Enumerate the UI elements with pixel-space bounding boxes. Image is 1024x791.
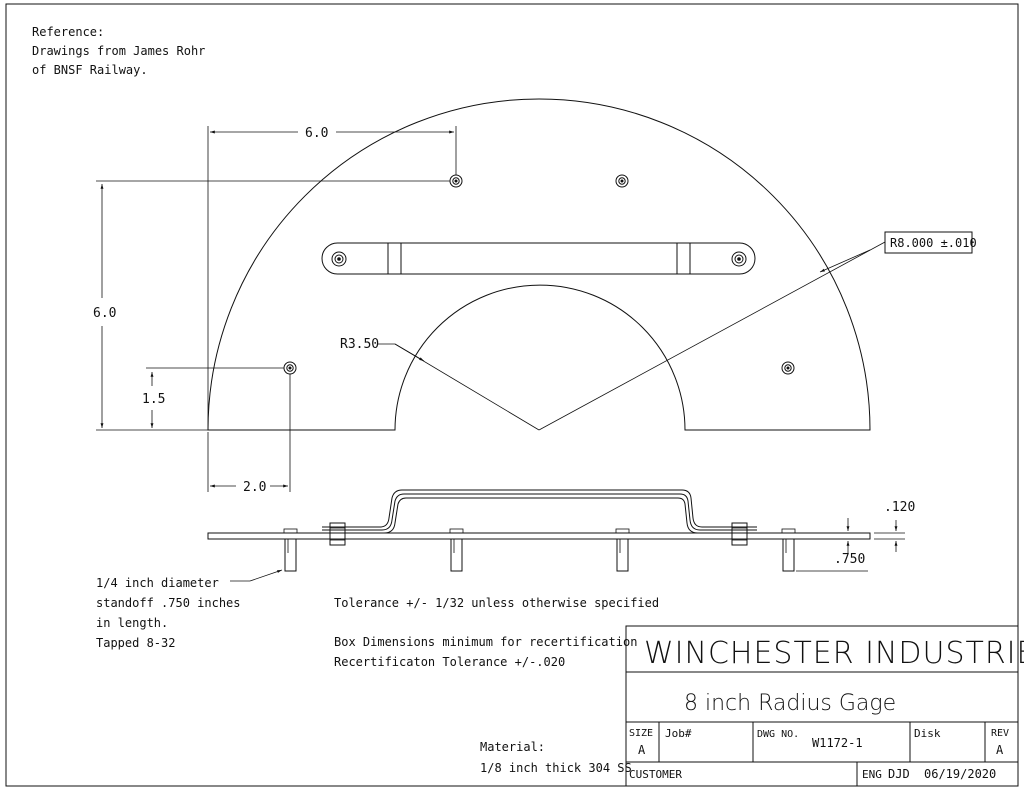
standoff [781,528,796,572]
tolerance-note: Tolerance +/- 1/32 unless otherwise spec… [334,596,659,610]
hole [781,361,795,375]
material-label: Material: [480,740,545,754]
rev-label: REV [991,728,1009,739]
dimensions: 6.0 6.0 1.5 2.0 R3.50 R8.000 ±.010 [93,126,977,495]
gage-plate-side-view: .120 .750 [207,489,915,572]
material-value: 1/8 inch thick 304 SS [480,761,632,775]
box-note-line: Recertificaton Tolerance +/-.020 [334,655,565,669]
gage-plate-top-view [207,98,871,431]
drawing-title: 8 inch Radius Gage [684,691,896,716]
handle-bolt [731,522,748,546]
size-value: A [638,743,646,757]
note-line: Tapped 8-32 [96,636,175,650]
eng-value: DJD [888,767,910,781]
hole [615,174,629,188]
handle-top-view [321,242,756,275]
title-block: WINCHESTER INDUSTRIES INC. 8 inch Radius… [625,625,1024,787]
dim-standoff: .750 [834,552,865,567]
standoff [283,528,298,572]
company-name: WINCHESTER INDUSTRIES INC. [644,636,1024,671]
disk-label: Disk [914,727,941,740]
drawing-date: 06/19/2020 [924,767,996,781]
dim-vertical-left: 6.0 [93,306,116,321]
dim-outer-radius: R8.000 ±.010 [890,236,977,250]
size-label: SIZE [629,728,653,739]
sheet-border [5,3,1019,787]
eng-label: ENG [862,768,882,781]
dim-outer-radius-box [884,231,973,254]
standoff [615,528,630,572]
box-note-line: Box Dimensions minimum for recertificati… [334,635,637,649]
handle-bolt [329,522,346,546]
reference-line: Reference: [32,25,104,39]
rev-value: A [996,743,1004,757]
hole [449,174,463,188]
dim-vertical-small: 1.5 [142,392,165,407]
dim-thickness: .120 [884,500,915,515]
customer-label: CUSTOMER [629,768,682,781]
dim-inner-radius: R3.50 [340,337,379,352]
dim-horizontal-bottom: 2.0 [243,480,266,495]
dwg-label: DWG NO. [757,729,799,740]
reference-line: Drawings from James Rohr [32,44,205,58]
gage-outline [207,98,871,431]
reference-line: of BNSF Railway. [32,63,148,77]
note-line: standoff .750 inches [96,596,241,610]
note-line: 1/4 inch diameter [96,576,219,590]
dwg-value: W1172-1 [812,736,863,750]
hole [283,361,297,375]
job-label: Job# [665,727,692,740]
note-line: in length. [96,616,168,630]
standoff [449,528,464,572]
standoff-note: 1/4 inch diameter standoff .750 inches i… [96,569,283,650]
dim-horizontal-top: 6.0 [305,126,328,141]
reference-note: Reference: Drawings from James Rohr of B… [32,25,205,77]
